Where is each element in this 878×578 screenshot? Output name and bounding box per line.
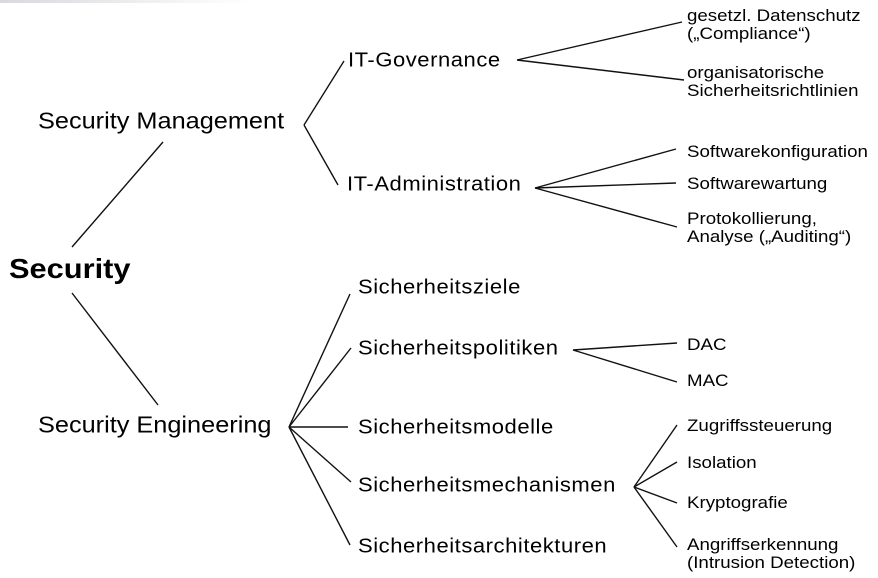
connector-engineering-mechanismen [288, 426, 352, 483]
node-label-line: (Intrusion Detection) [687, 553, 856, 572]
node-zugriffssteuerung: Zugriffssteuerung [687, 416, 833, 435]
node-dac: DAC [687, 335, 727, 354]
connector-mechanismen-angriffserkennung [633, 486, 678, 548]
connector-politiken-dac [572, 342, 678, 351]
node-label-line: Sicherheitsrichtlinien [687, 81, 859, 100]
node-protokollierung-analyse-auditing: Protokollierung, Analyse („Auditing“) [687, 210, 851, 246]
screenshot-edge-artifact [0, 0, 250, 3]
node-sicherheitspolitiken: Sicherheitspolitiken [358, 337, 559, 360]
connector-mechanismen-zugriff [633, 424, 678, 488]
node-label-line: Protokollierung, [687, 209, 817, 228]
node-organisatorische-sicherheitsrichtlinien: organisatorische Sicherheitsrichtlinien [687, 64, 858, 100]
node-security-management: Security Management [38, 107, 285, 134]
node-label-line: organisatorische [687, 63, 825, 82]
node-sicherheitsmechanismen: Sicherheitsmechanismen [358, 474, 616, 497]
connector-mechanismen-isolation [633, 461, 678, 488]
node-softwarekonfiguration: Softwarekonfiguration [687, 142, 868, 161]
connector-management-governance [303, 60, 345, 126]
connector-root-engineering [71, 292, 159, 406]
connector-engineering-politiken [288, 347, 352, 428]
node-label-line: gesetzl. Datenschutz [687, 6, 861, 25]
connector-administration-auditing [534, 187, 678, 228]
node-it-administration: IT-Administration [347, 173, 522, 196]
node-label-line: Analyse („Auditing“) [687, 227, 852, 246]
connector-administration-wartung [534, 182, 677, 189]
node-angriffserkennung-intrusion-detection: Angriffserkennung (Intrusion Detection) [687, 536, 855, 572]
node-isolation: Isolation [687, 453, 757, 472]
connector-management-administration [303, 124, 339, 186]
node-softwarewartung: Softwarewartung [687, 174, 828, 193]
node-it-governance: IT-Governance [348, 49, 501, 72]
node-label-line: Angriffserkennung [687, 535, 839, 554]
connector-root-management [71, 141, 164, 248]
node-sicherheitsziele: Sicherheitsziele [358, 276, 521, 299]
connector-engineering-architekturen [288, 426, 351, 546]
node-security-root: Security [9, 253, 131, 284]
node-mac: MAC [687, 371, 729, 390]
node-gesetzl-datenschutz-compliance: gesetzl. Datenschutz („Compliance“) [687, 7, 861, 43]
connector-governance-compliance [516, 21, 683, 61]
node-security-engineering: Security Engineering [38, 411, 272, 438]
node-sicherheitsmodelle: Sicherheitsmodelle [358, 416, 554, 439]
connector-engineering-ziele [288, 293, 351, 428]
node-kryptografie: Kryptografie [687, 493, 788, 512]
connector-politiken-mac [572, 349, 678, 383]
connector-governance-richtlinien [516, 59, 685, 81]
node-sicherheitsarchitekturen: Sicherheitsarchitekturen [358, 535, 608, 558]
connector-administration-konfiguration [534, 148, 677, 189]
node-label-line: („Compliance“) [687, 24, 811, 43]
connector-mechanismen-kryptografie [633, 486, 678, 504]
